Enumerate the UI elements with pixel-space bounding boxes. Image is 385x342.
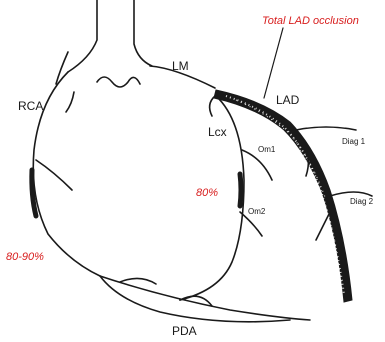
annotation-lcx-stenosis: 80% bbox=[196, 187, 218, 199]
aorta bbox=[68, 0, 152, 87]
lad-occlusion-leader-line bbox=[264, 28, 283, 98]
annotation-lad-occlusion: Total LAD occlusion bbox=[262, 15, 359, 27]
label-lad: LAD bbox=[276, 93, 300, 107]
label-rca: RCA bbox=[18, 99, 43, 113]
label-om2: Om2 bbox=[248, 207, 266, 216]
diag2-branch bbox=[330, 192, 372, 196]
diag2-twig bbox=[316, 212, 330, 240]
label-lcx: Lcx bbox=[208, 125, 227, 139]
lcx-stenosis-marker bbox=[240, 174, 241, 206]
pda-branch-1 bbox=[120, 278, 156, 284]
rca-branch-marginal bbox=[36, 160, 72, 190]
label-diag2: Diag 2 bbox=[350, 197, 374, 206]
label-pda: PDA bbox=[172, 324, 197, 337]
annotation-rca-stenosis: 80-90% bbox=[6, 251, 44, 263]
label-om1: Om1 bbox=[258, 145, 276, 154]
om1-branch bbox=[242, 150, 272, 180]
pda-artery bbox=[100, 276, 310, 320]
diag1-branch bbox=[296, 127, 356, 130]
lcx-twig bbox=[210, 96, 215, 116]
label-diag1: Diag 1 bbox=[342, 137, 366, 146]
label-lm: LM bbox=[172, 59, 189, 73]
rca-branch-small bbox=[66, 92, 74, 112]
